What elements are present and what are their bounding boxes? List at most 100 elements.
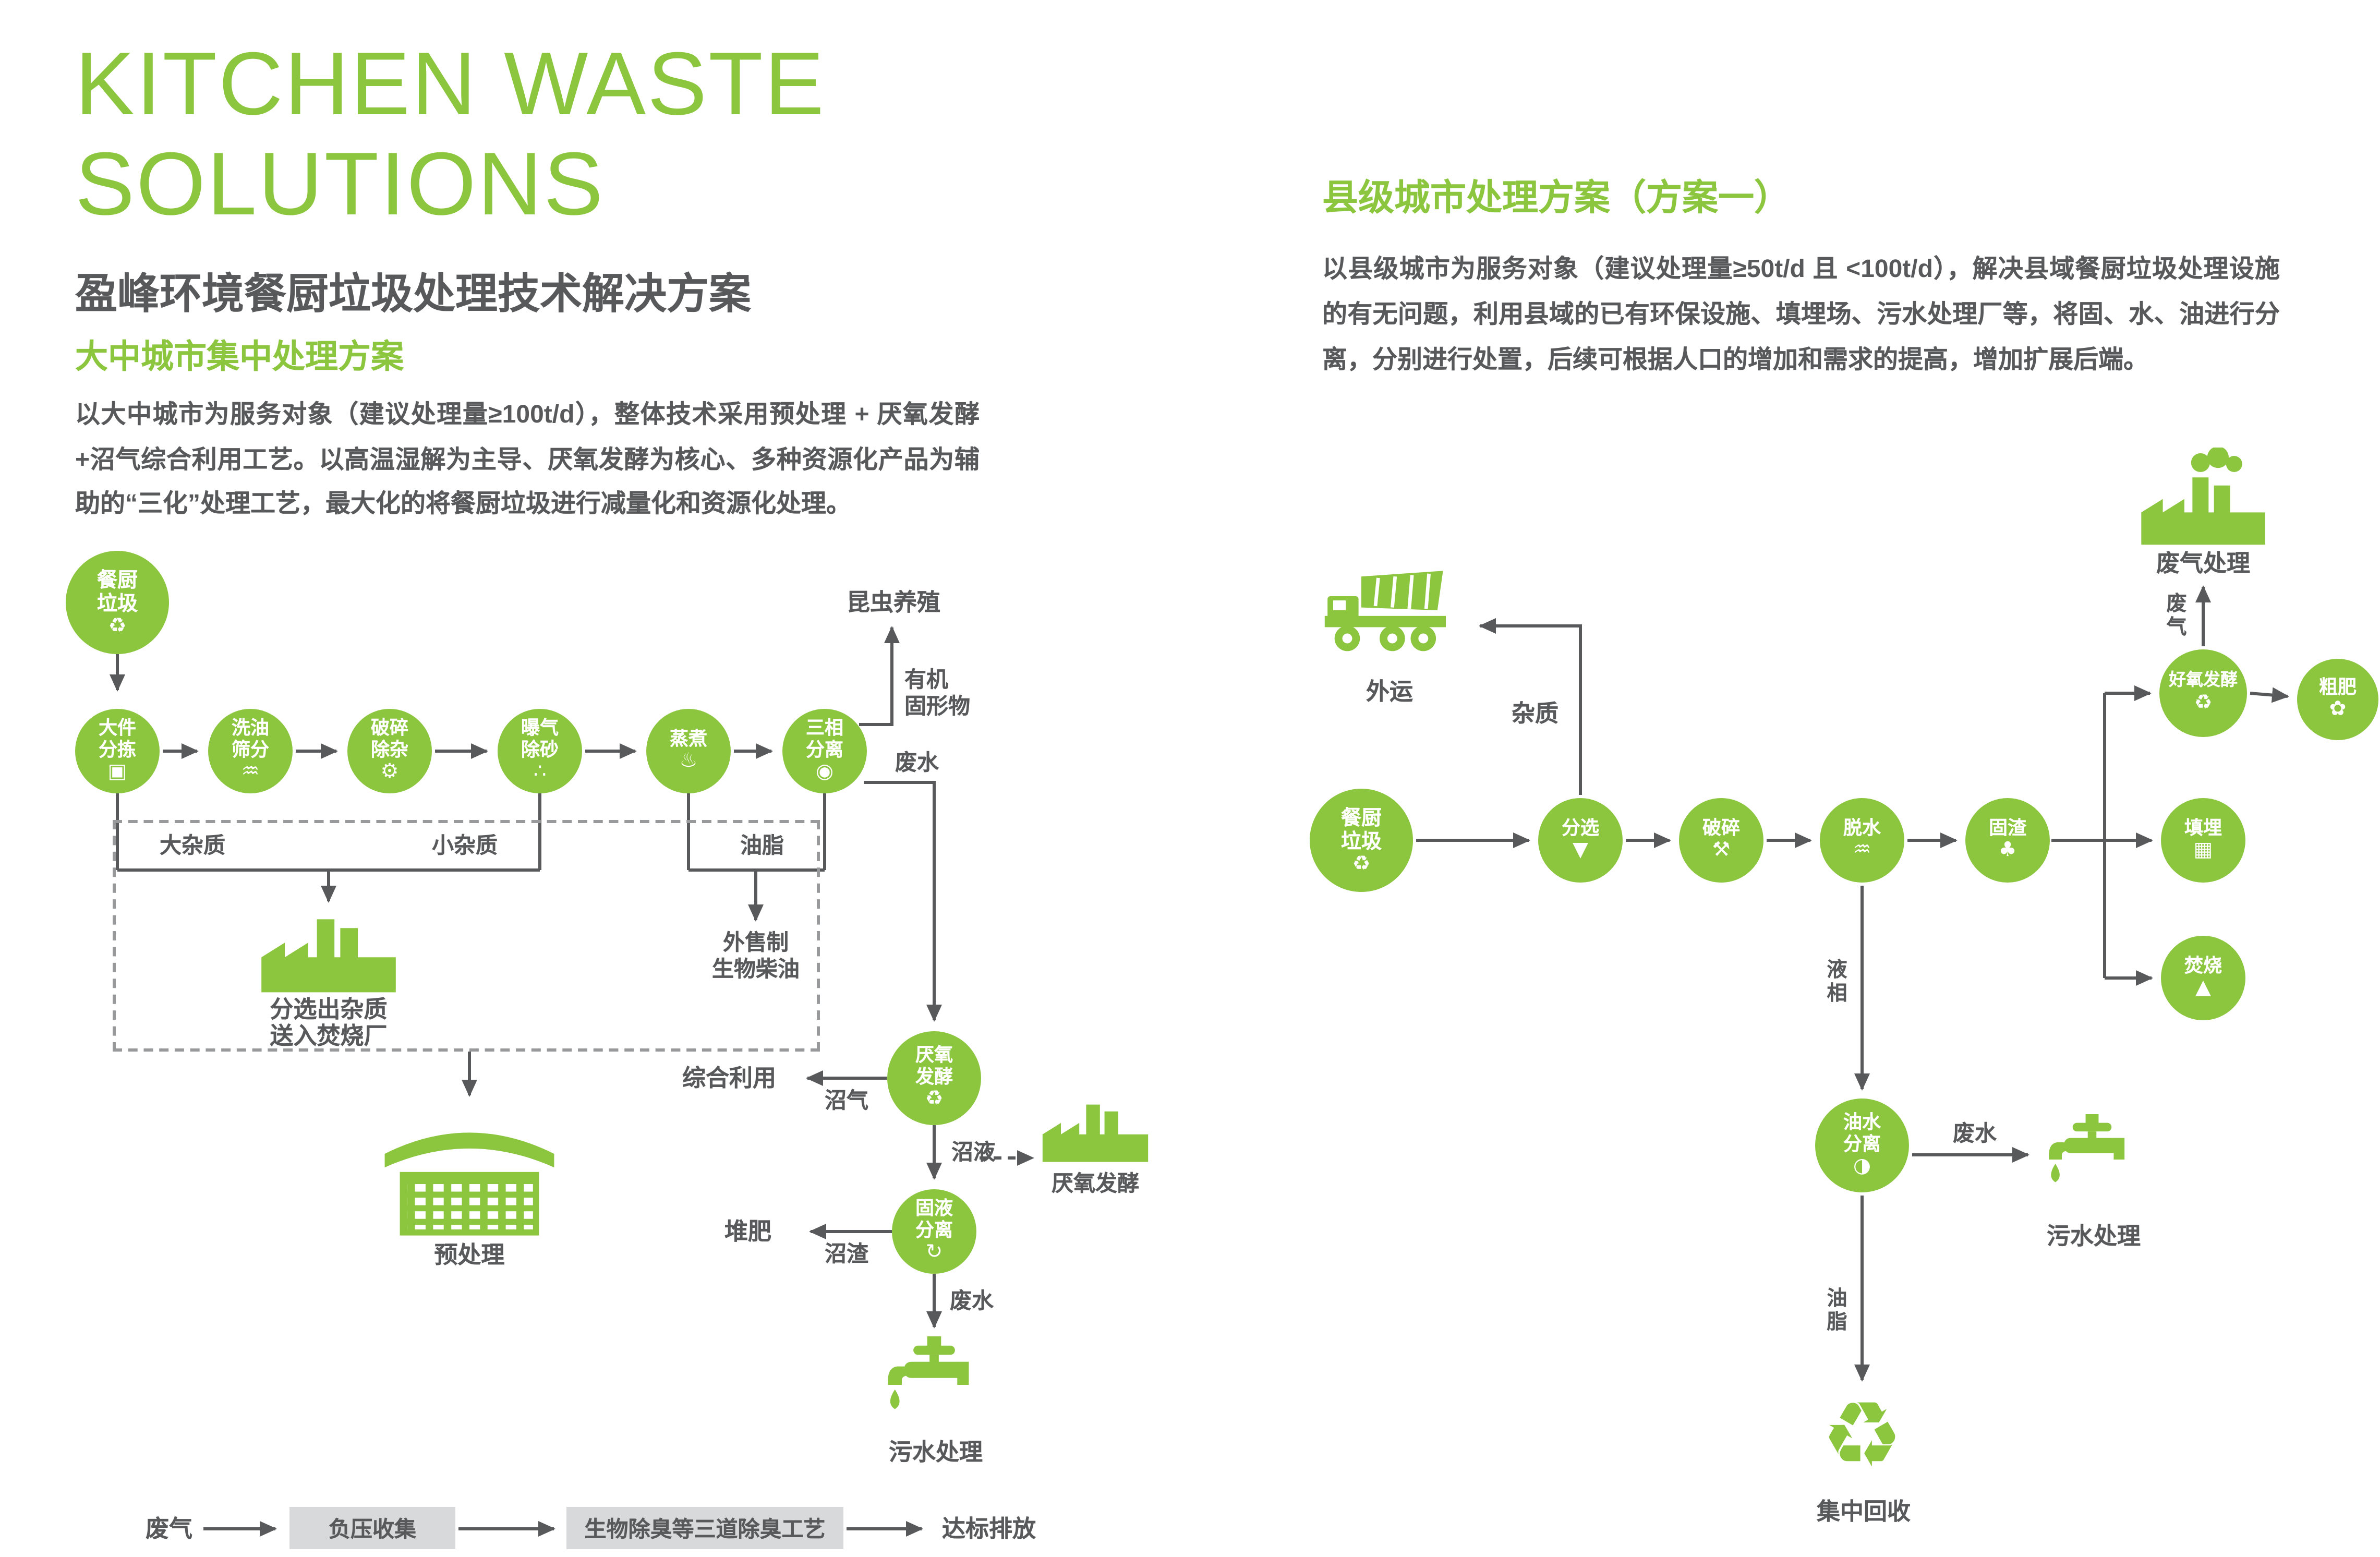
gear-icon: ⚙ [380, 761, 399, 784]
flow-node-bulky-sorting: 大件 分拣 ▣ [75, 709, 160, 793]
node-label: 餐厨 垃圾 [1340, 805, 1382, 852]
label-wastewater-1: 废水 [895, 750, 939, 775]
label-wastewater-2: 废水 [950, 1288, 994, 1313]
phase-icon: ◑ [1853, 1155, 1871, 1178]
label-impurities: 杂质 [1511, 701, 1559, 728]
flow-node-coarse-fertilizer: 粗肥 ✿ [2297, 659, 2378, 740]
flow-node-crushing: 破碎 除杂 ⚙ [347, 709, 432, 793]
steam-icon: ♨ [679, 750, 698, 774]
node-label: 破碎 除杂 [370, 717, 408, 760]
node-label: 固液 分离 [915, 1197, 953, 1240]
waves-icon: ♒ [1853, 839, 1871, 863]
flow-node-kitchen-waste-county: 餐厨 垃圾 ♻ [1310, 789, 1413, 892]
node-label: 大件 分拣 [98, 717, 136, 760]
recycle-bin-icon: ♻ [1821, 1382, 1903, 1488]
recycle-icon: ♻ [2194, 692, 2213, 716]
label-insect-breeding: 昆虫养殖 [846, 590, 940, 617]
recycle-icon: ♻ [925, 1088, 944, 1111]
negative-pressure-box: 负压收集 [289, 1507, 455, 1549]
waves-icon: ♒ [241, 761, 260, 784]
funnel-icon: ▼ [1573, 839, 1588, 863]
cycle-icon: ↻ [925, 1241, 943, 1264]
box-icon: ▣ [107, 761, 127, 784]
flow-node-sorting: 分选 ▼ [1538, 798, 1623, 883]
title-line-2: SOLUTIONS [75, 135, 605, 235]
flow-node-aeration: 曝气 除砂 ∴ [498, 709, 582, 793]
node-label: 厌氧 发酵 [915, 1044, 953, 1087]
pretreatment-dashed-boundary [113, 820, 820, 1052]
flow-node-oil-washing: 洗油 筛分 ♒ [208, 709, 293, 793]
title-line-1: KITCHEN WASTE [75, 34, 826, 135]
node-label: 粗肥 [2318, 675, 2357, 698]
label-sewage-treatment-county: 污水处理 [2046, 1224, 2141, 1250]
bio-deodorization-label: 生物除臭等三道除臭工艺 [584, 1515, 826, 1541]
flow-node-oil-water-separation: 油水 分离 ◑ [1815, 1099, 1909, 1192]
label-standard-emission: 达标排放 [941, 1516, 1036, 1543]
flame-icon: ▲ [2195, 976, 2211, 1000]
node-label: 餐厨 垃圾 [96, 567, 138, 614]
anaerobic-plant-factory-icon [1042, 1104, 1149, 1162]
label-central-recycling: 集中回收 [1816, 1499, 1911, 1526]
flow-node-anaerobic-fermentation: 厌氧 发酵 ♻ [887, 1031, 981, 1125]
node-label: 曝气 除砂 [521, 717, 559, 760]
county-plan-description: 以县级城市为服务对象（建议处理量≥50t/d 且 <100t/d），解决县域餐厨… [1322, 257, 2280, 374]
label-biogas-slurry: 沼液 [951, 1139, 995, 1164]
label-small-impurities: 小杂质 [432, 832, 498, 858]
node-label: 蒸煮 [669, 727, 707, 750]
page-title-en: KITCHEN WASTE SOLUTIONS [75, 34, 826, 235]
flow-node-aerobic-fermentation: 好氧发酵 ♻ [2159, 649, 2247, 737]
recycle-icon: ♻ [108, 614, 127, 638]
label-outbound-transport: 外运 [1366, 679, 1413, 706]
section-title-county-plan: 县级城市处理方案（方案一） [1322, 177, 1790, 218]
node-label: 油水 分离 [1843, 1111, 1881, 1154]
flow-node-solid-liquid-separation: 固液 分离 ↻ [892, 1189, 976, 1274]
label-waste-gas: 废气 [145, 1516, 192, 1543]
label-grease-vertical: 油 脂 [1827, 1286, 1847, 1333]
node-label: 固渣 [1988, 816, 2026, 839]
bio-deodorization-box: 生物除臭等三道除臭工艺 [566, 1507, 843, 1549]
dump-truck-icon [1324, 571, 1446, 651]
flow-node-kitchen-waste: 餐厨 垃圾 ♻ [66, 551, 169, 654]
label-grease: 油脂 [740, 832, 784, 858]
incineration-factory-icon [261, 919, 396, 993]
label-pretreatment: 预处理 [434, 1242, 505, 1269]
node-label: 洗油 筛分 [231, 717, 269, 760]
section-title-city-plan: 大中城市集中处理方案 [75, 340, 404, 376]
flow-node-cooking: 蒸煮 ♨ [646, 709, 731, 793]
label-sewage-treatment: 污水处理 [888, 1440, 983, 1466]
label-impurities-to-incineration: 分选出杂质 送入焚烧厂 [270, 997, 388, 1050]
label-waste-gas-treatment: 废气处理 [2156, 551, 2250, 577]
flow-node-incineration: 焚烧 ▲ [2161, 936, 2245, 1020]
node-label: 焚烧 [2184, 954, 2222, 976]
city-plan-description: 以大中城市为服务对象（建议处理量≥100t/d），整体技术采用预处理 + 厌氧发… [75, 402, 980, 518]
label-large-impurities: 大杂质 [160, 832, 225, 858]
negative-pressure-label: 负压收集 [329, 1515, 416, 1541]
node-label: 三相 分离 [805, 717, 843, 760]
tree-icon: ♣ [1998, 839, 2017, 863]
label-waste-gas-vertical: 废 气 [2166, 592, 2187, 638]
pretreatment-building-icon [384, 1132, 554, 1236]
node-label: 分选 [1561, 816, 1599, 839]
label-biogas: 沼气 [825, 1088, 868, 1113]
sewage-faucet-icon [2049, 1114, 2125, 1182]
bubbles-icon: ∴ [533, 761, 547, 784]
label-comprehensive-use: 综合利用 [682, 1066, 776, 1092]
page-title-cn: 盈峰环境餐厨垃圾处理技术解决方案 [75, 271, 751, 318]
label-biodiesel: 外售制 生物柴油 [712, 930, 800, 981]
waste-gas-factory-icon [2141, 448, 2265, 545]
grid-icon: ▦ [2193, 839, 2213, 863]
label-organic-solids: 有机 固形物 [904, 667, 970, 718]
flow-node-solid-residue: 固渣 ♣ [1965, 798, 2050, 883]
label-wastewater-county: 废水 [1953, 1120, 1997, 1145]
recycle-icon: ♻ [1352, 852, 1371, 876]
label-composting: 堆肥 [724, 1219, 771, 1246]
label-anaerobic-plant: 厌氧发酵 [1052, 1170, 1139, 1196]
hammer-icon: ⚒ [1712, 839, 1731, 863]
flow-node-three-phase-separation: 三相 分离 ◉ [782, 709, 867, 793]
label-biogas-residue: 沼渣 [825, 1241, 868, 1266]
flow-node-crushing-county: 破碎 ⚒ [1679, 798, 1763, 883]
droplet-icon: ◉ [815, 761, 834, 784]
node-label: 脱水 [1843, 816, 1881, 839]
